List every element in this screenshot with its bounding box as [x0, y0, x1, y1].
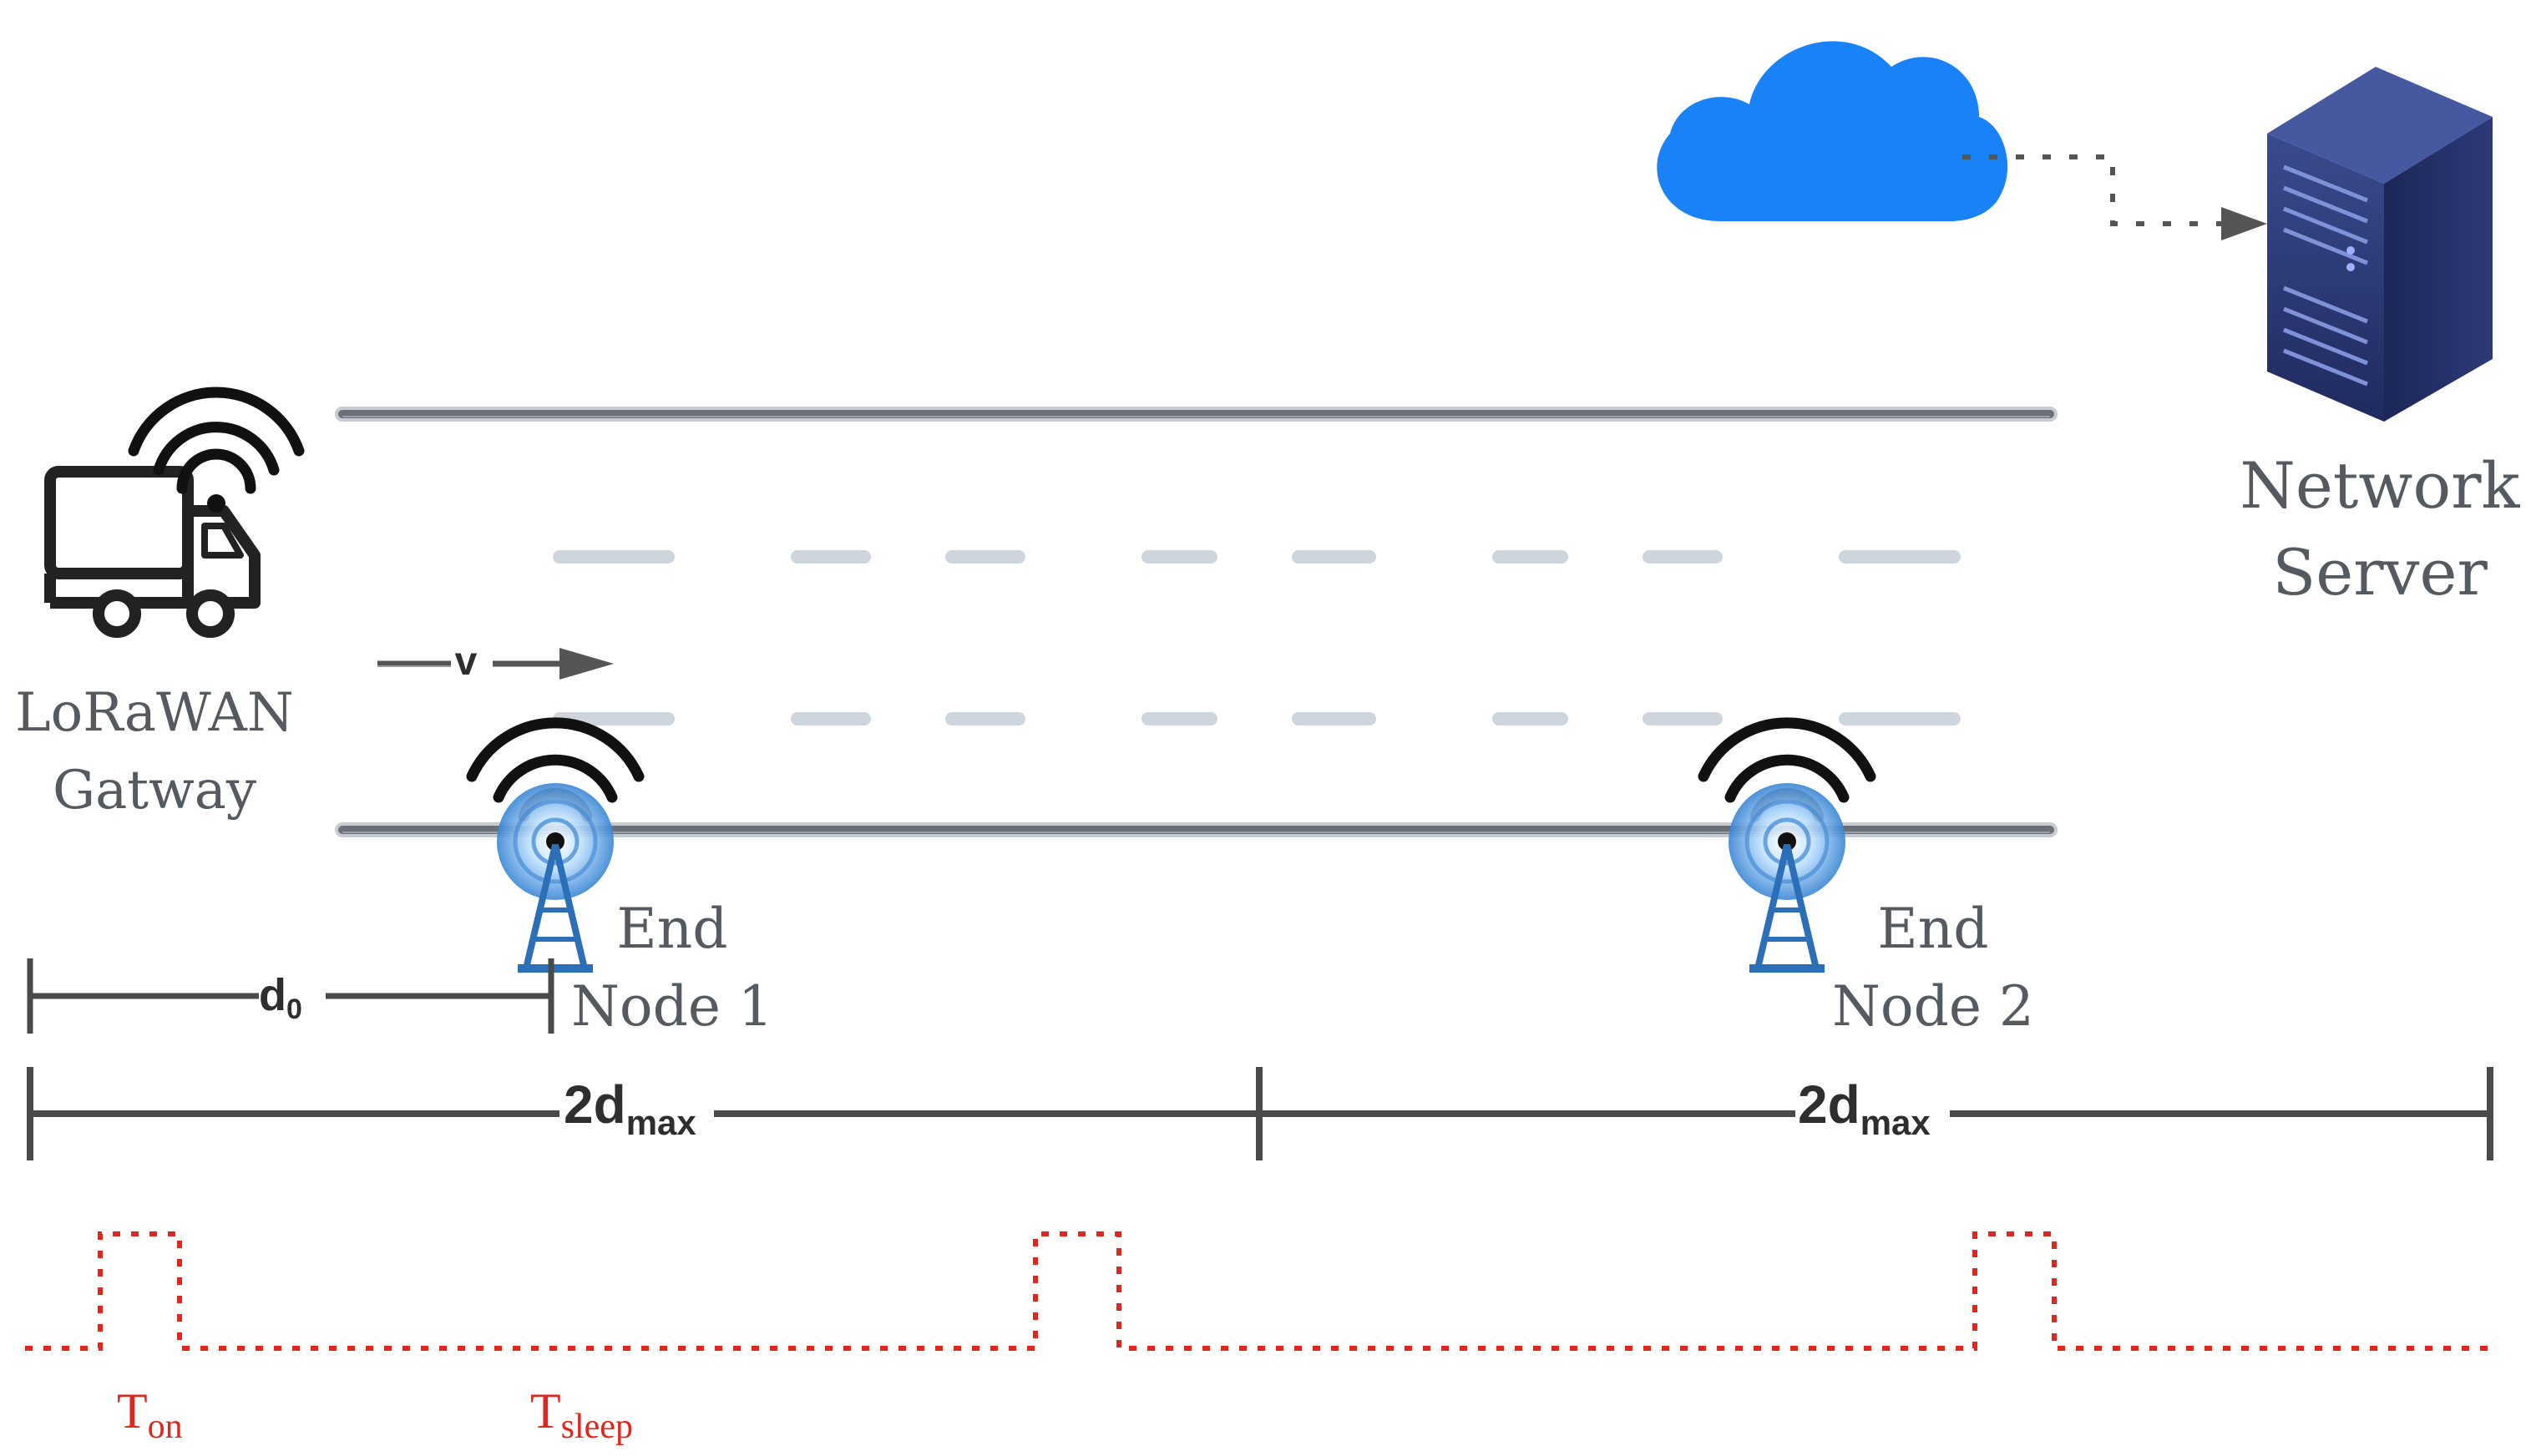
- d0-label-main: d: [259, 970, 286, 1020]
- tsleep-label: Tsleep: [530, 1383, 633, 1446]
- tsleep-label-sub: sleep: [561, 1408, 633, 1446]
- ton-label-main: T: [117, 1383, 148, 1438]
- dmax-label-2: 2dmax: [1798, 1074, 1931, 1142]
- ton-label: Ton: [117, 1383, 183, 1446]
- node1-label-line1: End: [617, 897, 728, 961]
- dmax-label-2-main: 2d: [1798, 1074, 1860, 1135]
- wifi-icon: [128, 387, 305, 513]
- road: [335, 407, 2058, 837]
- tsleep-label-main: T: [530, 1383, 561, 1438]
- velocity-label: v: [455, 640, 478, 684]
- node2-label-line1: End: [1878, 897, 1989, 961]
- antenna-tower-icon: [1729, 783, 1845, 973]
- cloud-server-link: [1962, 154, 2267, 240]
- d0-label-sub: 0: [286, 993, 302, 1025]
- server-label-line1: Network: [2240, 448, 2520, 523]
- dmax-label-1-sub: max: [626, 1103, 697, 1142]
- dmax-label-2-sub: max: [1860, 1103, 1931, 1142]
- velocity-arrow: [377, 648, 614, 680]
- node2-label-line2: Node 2: [1832, 974, 2034, 1039]
- truck-icon: [44, 466, 261, 638]
- duty-cycle-signal: [25, 1231, 2497, 1351]
- road-edge-top: [335, 407, 2058, 422]
- dmax-measure-2: [1256, 1067, 2493, 1160]
- node1-label-line2: Node 1: [571, 974, 773, 1039]
- gateway-label-line1: LoRaWAN: [15, 682, 294, 744]
- d0-measure: [27, 958, 554, 1034]
- server-label-line2: Server: [2272, 535, 2488, 609]
- server-icon: [2267, 67, 2493, 422]
- antenna-tower-icon: [497, 783, 614, 973]
- gateway-label-line2: Gatway: [53, 760, 256, 822]
- dmax-label-1: 2dmax: [564, 1074, 696, 1142]
- d0-label: d0: [259, 970, 302, 1025]
- ton-label-sub: on: [148, 1408, 183, 1446]
- cloud-icon: [1657, 41, 2008, 221]
- dmax-label-1-main: 2d: [564, 1074, 626, 1135]
